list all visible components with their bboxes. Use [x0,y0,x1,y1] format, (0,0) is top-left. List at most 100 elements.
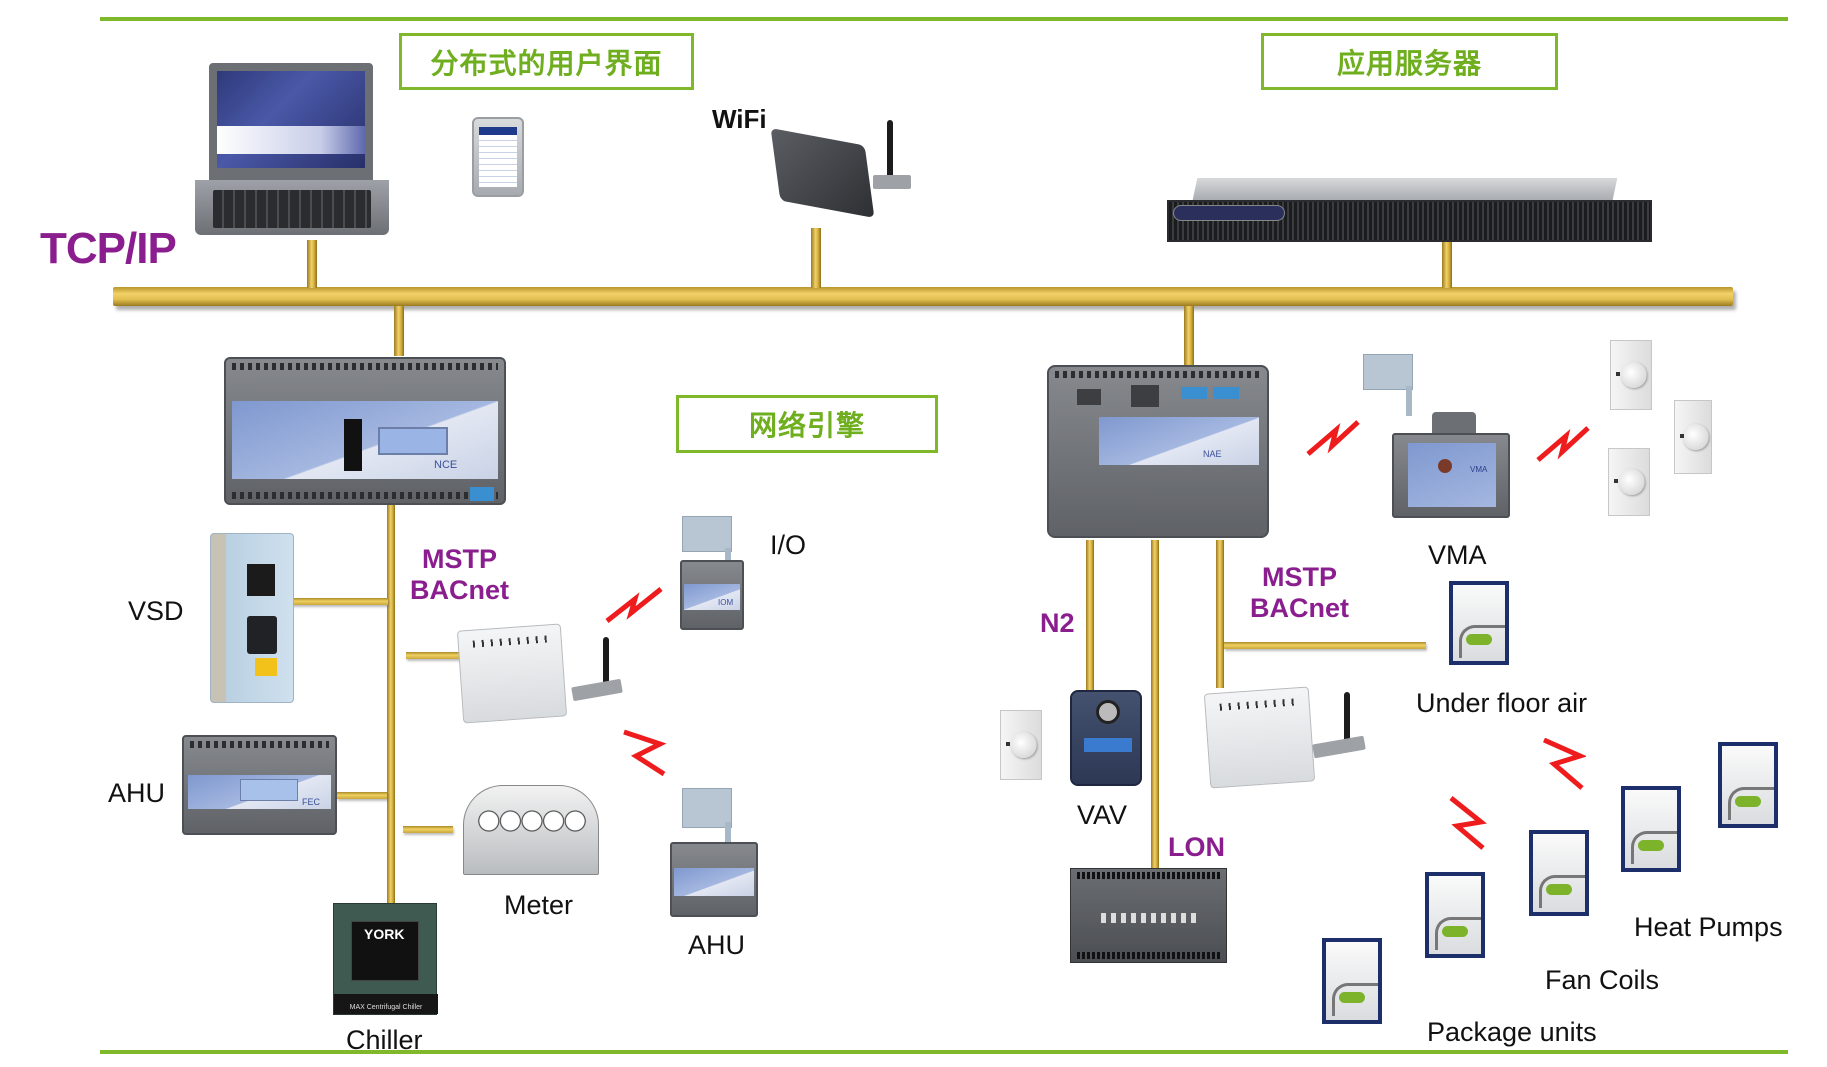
mstp-right-line1: MSTP [1261,562,1337,592]
under-floor-air-label: Under floor air [1416,688,1588,718]
ahu-wireless-controller [670,842,758,917]
thermostat-arc [1539,874,1585,908]
vsd-caution-label [255,658,277,676]
n2-bus [1086,540,1094,690]
vma-sensor-head [1363,354,1413,390]
thermostat-arc [1728,786,1774,820]
wireless-gateway-left [456,623,568,724]
room-sensor-2-led [1680,434,1684,439]
wifi-label: WiFi [712,104,767,134]
wireless-zap-fan-coils [1449,796,1487,850]
io-sensor-stem [725,548,731,566]
vma-faceplate [1408,443,1496,507]
thermostat-arc [1332,982,1378,1016]
vav-sensor-led [1006,742,1010,747]
mstp-right-bus [1216,540,1224,688]
n2-label: N2 [1040,608,1075,638]
wifi-antenna-bracket [873,175,911,189]
package-unit-thermostat [1322,938,1382,1024]
chiller-label: Chiller [346,1025,423,1055]
nce-drop [394,306,404,356]
nce-model-text: NCE [434,459,458,471]
nce-faceplate [232,401,498,479]
lon-label: LON [1168,832,1225,862]
laptop-image [195,63,389,235]
io-sensor-head [682,516,732,552]
nae-blue-terminals [1181,387,1241,399]
pda-screen [479,127,517,187]
thermostat-lcd [1442,925,1468,937]
ahu-left-display [240,779,298,801]
nae-faceplate [1099,417,1259,465]
network-engine-label: 网络引擎 [748,409,865,442]
mstp-left-line2: BACnet [410,575,509,606]
vsd-keypad [247,616,277,654]
io-module: IOM [680,560,744,630]
chiller-screen [351,921,419,981]
application-server-image [1167,178,1652,243]
meter-dials [478,808,586,834]
vma-knob [1438,459,1452,473]
wifi-drop [811,228,821,288]
wireless-zap-heat-pumps [1542,738,1586,790]
ahu-left-model-text: FEC [302,797,320,807]
vav-sensor-knob [1010,732,1037,758]
nae-top-vents [1055,371,1261,378]
nce-card-slot [344,419,362,471]
laptop-screen [209,63,373,180]
thermostat-lcd [1546,883,1572,895]
wireless-gateway-left-vents [472,635,547,648]
thermostat-arc [1459,624,1505,658]
lon-middle-terminals [1101,913,1196,923]
thermostat-lcd [1735,795,1761,807]
left-mstp-bus [387,505,395,905]
nae-drop [1184,306,1194,366]
mstp-left-line1: MSTP [421,544,497,574]
io-label: I/O [770,530,807,560]
wifi-access-point [770,128,875,218]
vav-actuator-hub [1096,700,1120,724]
room-sensor-3 [1608,448,1650,516]
nae-usb-ports [1077,389,1101,405]
fan-coils-label: Fan Coils [1545,965,1660,995]
room-sensor-1-knob [1620,362,1647,388]
vma-sensor-stem [1406,386,1412,416]
distributed-ui-box: 分布式的用户界面 [399,33,694,90]
wireless-zap-left-ahu [623,729,667,777]
ahu-left-branch [337,792,387,799]
mstp-bacnet-right-label: MSTP BACnet [1250,562,1349,624]
room-sensor-3-led [1614,479,1618,484]
ahu-left-terminals [190,741,329,748]
nce-display [378,427,448,455]
wireless-gateway-left-antenna [603,637,609,687]
vav-blue-stripe [1084,738,1132,752]
chiller-brand: YORK [364,926,405,942]
wireless-gateway-right-bracket [1312,735,1366,759]
ahu-wireless-label: AHU [688,930,746,960]
vav-sensor-body [1000,710,1042,780]
laptop-keys [213,190,371,228]
nce-controller: NCE [224,357,506,505]
heat-pump-thermostat-1 [1621,786,1681,872]
top-rule [100,17,1788,21]
vav-label: VAV [1077,800,1128,830]
heat-pump-thermostat-2 [1718,742,1778,828]
tcpip-bus [113,287,1733,306]
wireless-gateway-right-vents [1219,698,1295,711]
nae-controller: NAE [1047,365,1269,538]
ahu-wireless-sensor-head [682,788,732,828]
ahu-left-label: AHU [108,778,166,808]
laptop-login-band [217,126,365,154]
room-sensor-1-led [1616,372,1620,377]
bottom-rule [100,1050,1788,1054]
laptop-drop [307,240,317,288]
vsd-branch [290,598,388,605]
chiller-panel: YORK MAX Centrifugal Chiller [333,903,438,1015]
lon-controller [1070,868,1227,963]
meter-label: Meter [504,890,574,920]
mstp-right-line2: BACnet [1250,593,1349,624]
meter-branch [403,826,453,833]
ahu-wireless-faceplate [674,868,754,896]
application-server-label: 应用服务器 [1336,46,1482,80]
heat-pumps-label: Heat Pumps [1634,912,1783,942]
